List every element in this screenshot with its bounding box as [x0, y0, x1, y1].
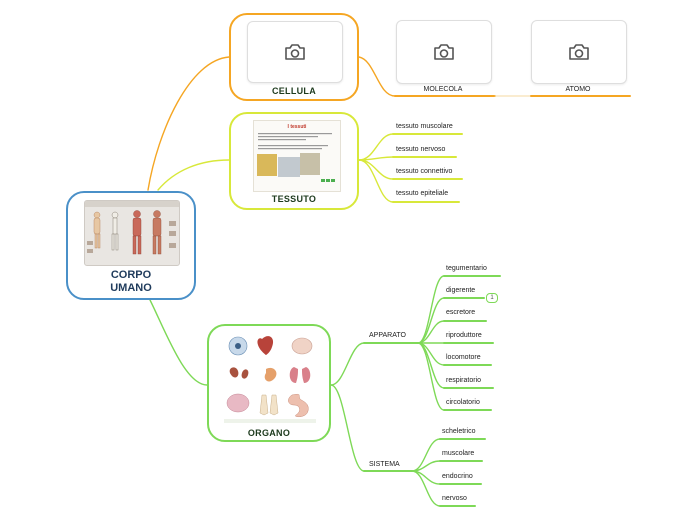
apparato-riproduttore[interactable]: riproduttore	[446, 332, 482, 339]
tessuto-epiteliale[interactable]: tessuto epiteliale	[396, 190, 449, 197]
tessuto-nervoso[interactable]: tessuto nervoso	[396, 146, 446, 153]
tessuto-muscolare[interactable]: tessuto muscolare	[396, 123, 453, 130]
camera-icon	[434, 44, 454, 60]
apparato-escretore[interactable]: escretore	[446, 309, 476, 316]
sistema-scheletrico[interactable]: scheletrico	[442, 428, 476, 435]
tessuto-node[interactable]: I tessuti TESSUTO	[229, 112, 359, 210]
molecola-label[interactable]: MOLECOLA	[423, 86, 463, 93]
sistema-label[interactable]: SISTEMA	[369, 461, 400, 468]
apparato-circolatorio[interactable]: circolatorio	[446, 399, 480, 406]
sistema-nervoso[interactable]: nervoso	[442, 495, 467, 502]
atomo-label[interactable]: ATOMO	[565, 86, 591, 93]
organo-label: ORGANO	[247, 428, 291, 438]
cellula-label: CELLULA	[271, 86, 317, 96]
tessuto-label: TESSUTO	[271, 194, 317, 204]
apparato-respiratorio[interactable]: respiratorio	[446, 377, 482, 384]
tessuto-connettivo[interactable]: tessuto connettivo	[396, 168, 453, 175]
apparato-tegumentario[interactable]: tegumentario	[446, 265, 487, 272]
sistema-muscolare[interactable]: muscolare	[442, 450, 475, 457]
atomo-image-placeholder[interactable]	[531, 20, 627, 84]
tessuti-slide-title: I tessuti	[287, 124, 307, 130]
camera-icon	[569, 44, 589, 60]
molecola-image-placeholder[interactable]	[396, 20, 492, 84]
apparato-label[interactable]: APPARATO	[369, 332, 406, 339]
apparato-digerente[interactable]: digerente	[446, 287, 476, 294]
link-central-organo	[149, 299, 208, 386]
link-cellula-molecola	[358, 56, 396, 97]
apparato-locomotore[interactable]: locomotore	[446, 354, 481, 361]
cellula-image-placeholder	[247, 21, 343, 83]
organs-image	[222, 333, 318, 425]
link-central-cellula	[147, 56, 230, 191]
anatomy-chart-image	[84, 200, 180, 266]
notes-count-badge[interactable]: 1	[486, 293, 498, 303]
camera-icon	[285, 44, 305, 60]
sistema-endocrino[interactable]: endocrino	[442, 473, 473, 480]
tessuti-slide-image: I tessuti	[253, 120, 341, 192]
cellula-node[interactable]: CELLULA	[229, 13, 359, 101]
organo-node[interactable]: ORGANO	[207, 324, 331, 442]
link-central-tessuto	[157, 159, 230, 191]
